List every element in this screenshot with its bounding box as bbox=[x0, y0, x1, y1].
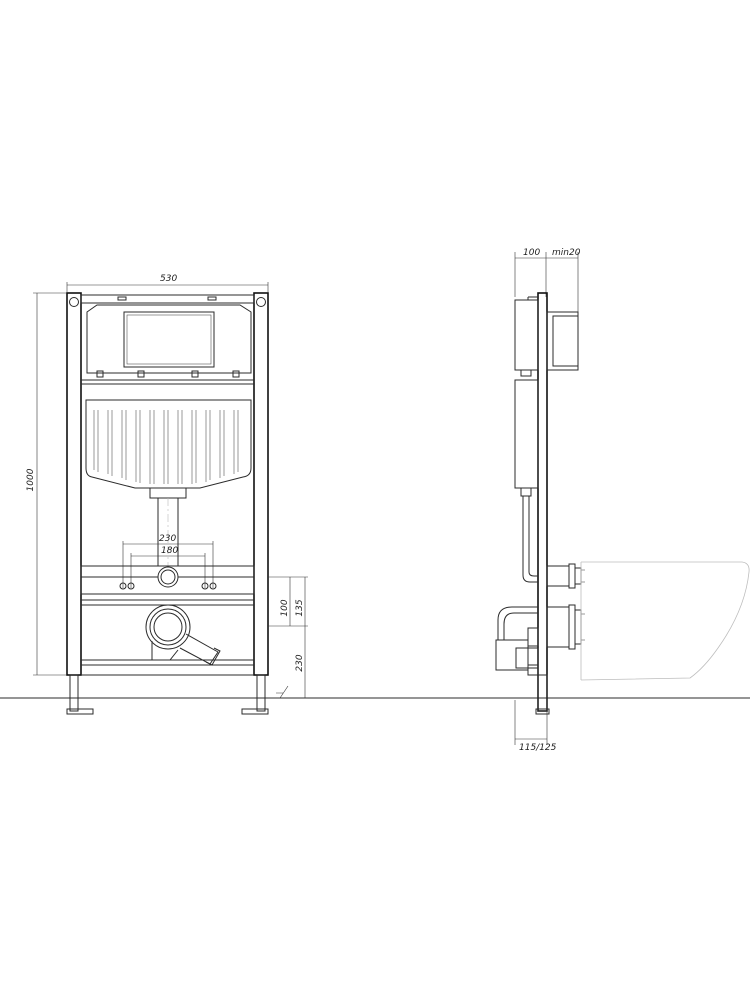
top-rail bbox=[80, 294, 255, 304]
bolt-dimension bbox=[122, 541, 214, 588]
bolt-hole bbox=[201, 582, 209, 590]
dim-min20: min20 bbox=[552, 248, 581, 258]
left-post bbox=[66, 292, 82, 676]
side-leg bbox=[537, 674, 548, 712]
cistern-tank bbox=[85, 399, 252, 489]
front-view: 230 180 bbox=[26, 274, 308, 715]
cistern-upper bbox=[86, 304, 252, 374]
cistern-side-top bbox=[514, 299, 539, 371]
left-foot bbox=[66, 708, 94, 715]
inlet-stub bbox=[546, 565, 570, 587]
dim-230-bottom: 230 bbox=[295, 654, 305, 671]
cistern-ribs bbox=[93, 410, 239, 484]
side-foot bbox=[535, 708, 550, 715]
right-leg bbox=[256, 674, 266, 712]
drain-stub bbox=[546, 606, 570, 648]
right-post bbox=[253, 292, 269, 676]
dim-180: 180 bbox=[161, 546, 178, 556]
side-view: 100 min20 bbox=[495, 248, 750, 753]
right-foot bbox=[241, 708, 269, 715]
dim-230: 230 bbox=[159, 534, 176, 544]
bolt-hole bbox=[127, 582, 135, 590]
dim-115-125: 115/125 bbox=[519, 743, 557, 753]
flush-plate-side bbox=[546, 311, 579, 371]
dim-depth-100: 100 bbox=[523, 248, 540, 258]
dim-530: 530 bbox=[160, 274, 177, 284]
flush-plate-opening bbox=[123, 311, 215, 368]
inlet-plate bbox=[80, 565, 255, 595]
toilet-bowl-outline bbox=[580, 561, 750, 681]
bolt-hole bbox=[209, 582, 217, 590]
drain-elbow bbox=[495, 606, 539, 671]
left-leg bbox=[69, 674, 79, 712]
mount-hole-left bbox=[69, 297, 79, 307]
side-post bbox=[537, 292, 548, 712]
dim-1000: 1000 bbox=[26, 468, 36, 491]
dim-135: 135 bbox=[295, 599, 305, 616]
mount-hole-right bbox=[256, 297, 266, 307]
drain-outlet bbox=[145, 604, 221, 666]
cistern-side-body bbox=[514, 379, 539, 489]
floor-level-marker bbox=[270, 685, 289, 699]
dim-100: 100 bbox=[280, 599, 290, 616]
bolt-hole bbox=[119, 582, 127, 590]
